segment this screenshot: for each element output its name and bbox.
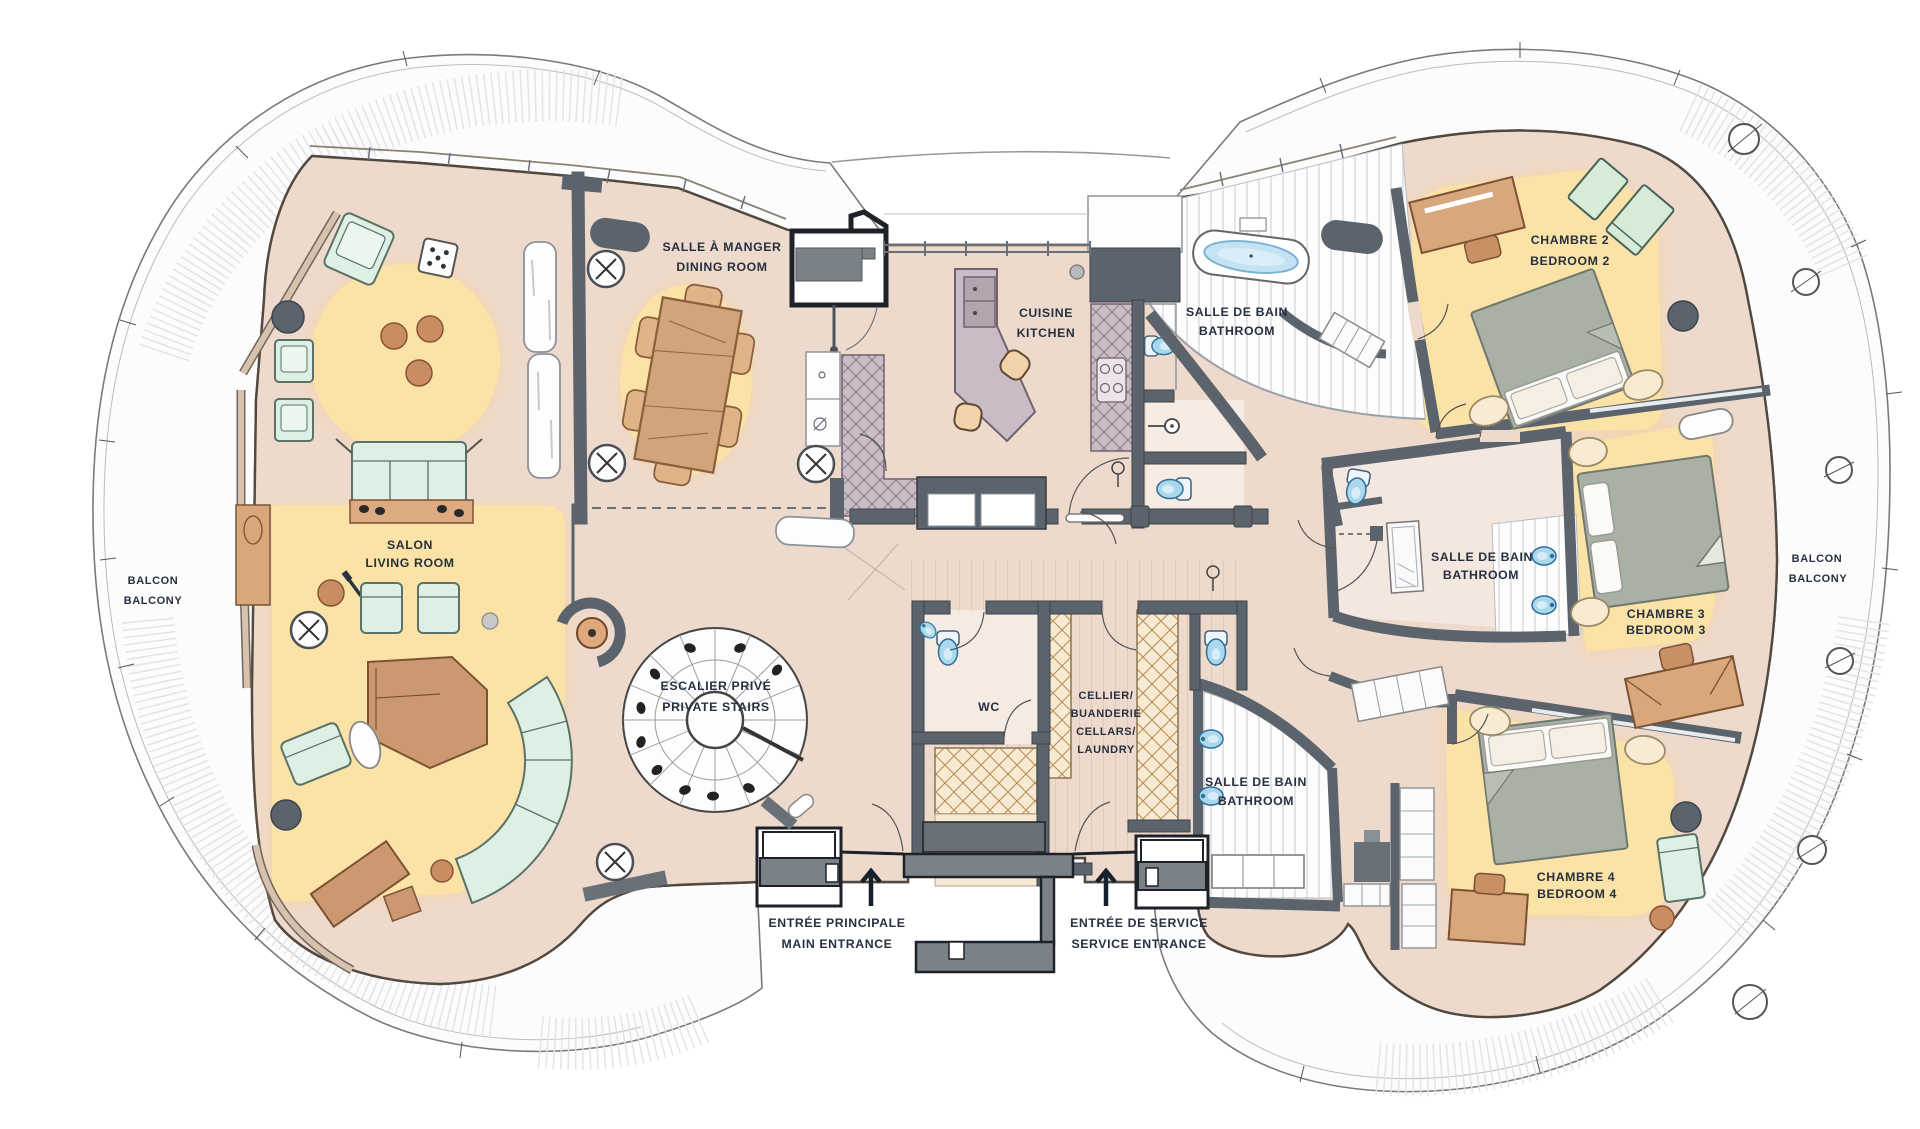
svg-text:BEDROOM 3: BEDROOM 3 — [1626, 623, 1706, 637]
svg-text:CHAMBRE 2: CHAMBRE 2 — [1531, 233, 1610, 247]
svg-text:KITCHEN: KITCHEN — [1017, 326, 1076, 340]
svg-text:BEDROOM 4: BEDROOM 4 — [1537, 887, 1617, 901]
svg-text:SALLE DE BAIN: SALLE DE BAIN — [1431, 550, 1533, 564]
svg-text:DINING ROOM: DINING ROOM — [676, 260, 767, 274]
svg-text:SALLE À MANGER: SALLE À MANGER — [662, 239, 781, 254]
svg-text:SALLE DE BAIN: SALLE DE BAIN — [1205, 775, 1307, 789]
svg-text:ENTRÉE PRINCIPALE: ENTRÉE PRINCIPALE — [768, 915, 905, 930]
svg-text:WC: WC — [978, 700, 1000, 714]
svg-text:SERVICE ENTRANCE: SERVICE ENTRANCE — [1071, 937, 1206, 951]
svg-text:BALCON: BALCON — [128, 575, 179, 587]
svg-text:BUANDERIE: BUANDERIE — [1071, 708, 1142, 720]
svg-text:LAUNDRY: LAUNDRY — [1077, 744, 1135, 756]
svg-text:BATHROOM: BATHROOM — [1443, 568, 1519, 582]
svg-text:CHAMBRE 3: CHAMBRE 3 — [1627, 607, 1706, 621]
svg-text:BALCONY: BALCONY — [1789, 573, 1848, 585]
svg-text:BATHROOM: BATHROOM — [1199, 324, 1275, 338]
svg-text:MAIN ENTRANCE: MAIN ENTRANCE — [782, 937, 893, 951]
svg-text:BEDROOM 2: BEDROOM 2 — [1530, 254, 1610, 268]
svg-text:LIVING ROOM: LIVING ROOM — [365, 556, 454, 570]
svg-text:BATHROOM: BATHROOM — [1218, 794, 1294, 808]
svg-text:CUISINE: CUISINE — [1019, 306, 1073, 320]
svg-text:ESCALIER PRIVÉ: ESCALIER PRIVÉ — [661, 678, 772, 693]
svg-text:CHAMBRE 4: CHAMBRE 4 — [1537, 870, 1616, 884]
svg-text:CELLARS/: CELLARS/ — [1076, 726, 1136, 738]
svg-text:SALLE DE BAIN: SALLE DE BAIN — [1186, 305, 1288, 319]
svg-text:ENTRÉE DE SERVICE: ENTRÉE DE SERVICE — [1070, 915, 1208, 930]
svg-text:BALCON: BALCON — [1792, 553, 1843, 565]
svg-text:CELLIER/: CELLIER/ — [1079, 690, 1134, 702]
svg-text:SALON: SALON — [387, 538, 433, 552]
svg-text:BALCONY: BALCONY — [124, 595, 183, 607]
svg-text:PRIVATE STAIRS: PRIVATE STAIRS — [662, 700, 769, 714]
